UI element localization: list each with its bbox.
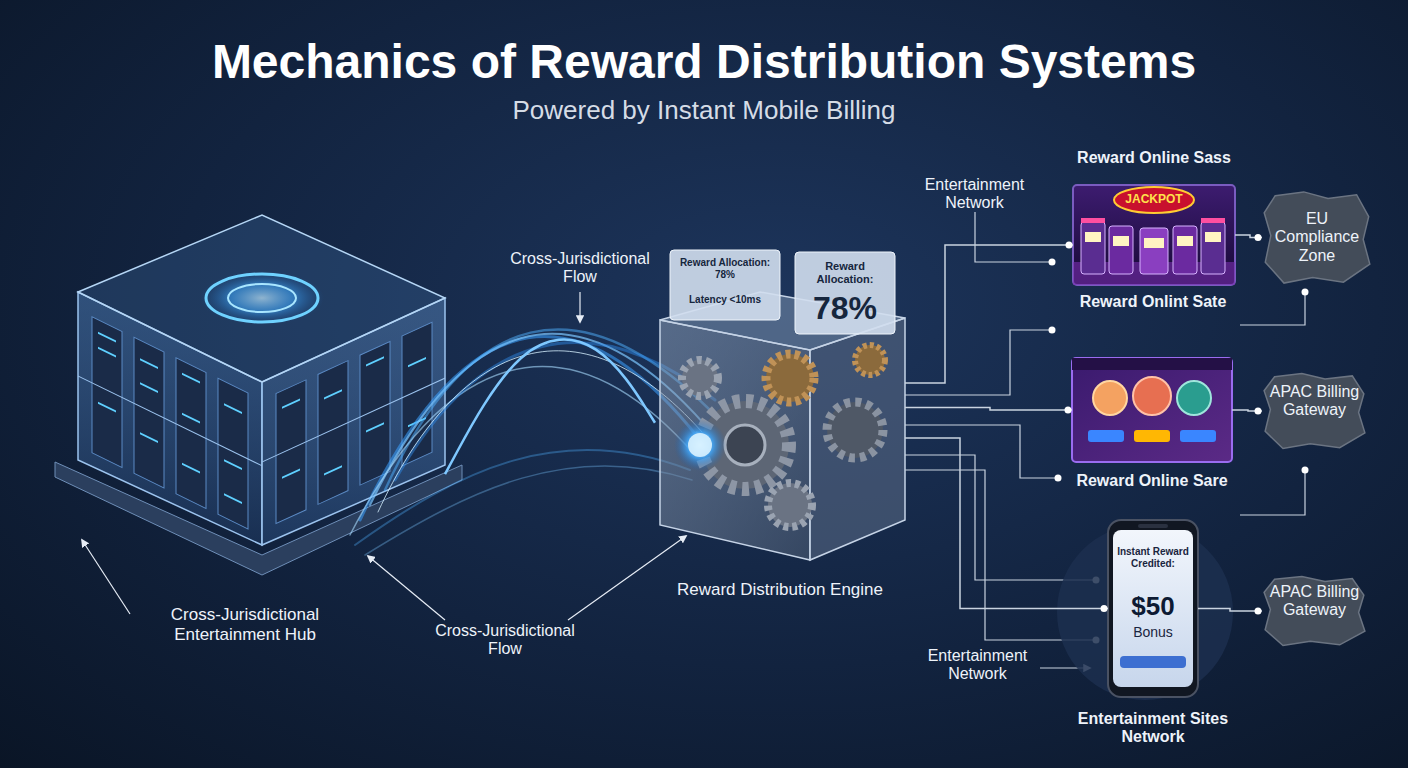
connector — [905, 438, 1108, 609]
connector — [905, 245, 1073, 383]
node-label: Cross-Jurisdictional Entertainment Hub — [135, 605, 355, 644]
subtitle: Powered by Instant Mobile Billing — [0, 96, 1408, 126]
hub-illustration: Cross-Jurisdictional Entertainment Hub — [45, 215, 445, 575]
node-label: Reward Distribution Engine — [645, 580, 915, 600]
hub-building — [55, 215, 462, 614]
flow-label: Cross-Jurisdictional Flow — [425, 622, 585, 659]
region-label: APAC Billing Gateway — [1262, 383, 1367, 420]
connector — [905, 408, 1072, 411]
region-label: APAC Billing Gateway — [1262, 583, 1367, 620]
site-screen: Reward Online SassJACKPOT — [1073, 185, 1235, 285]
region-label: EU Compliance Zone — [1262, 210, 1372, 265]
reward-notice: Instant Reward Credited: — [1111, 546, 1195, 569]
connector — [445, 340, 655, 475]
leader-line — [368, 556, 445, 620]
reward-amount: $50 — [1108, 592, 1198, 622]
panel-text: Reward Allocation: — [800, 260, 890, 285]
connector-dot — [1255, 234, 1262, 241]
network-label: Entertainment Network — [915, 647, 1040, 684]
casino-screen — [1073, 185, 1235, 285]
edge-label: Cross-Jurisdictional Flow — [495, 250, 665, 287]
connector-dot — [1065, 407, 1072, 414]
leader-line — [579, 292, 580, 322]
connector-dot — [1066, 242, 1073, 249]
region-shape: APAC Billing Gateway — [1262, 372, 1367, 450]
region-shape: APAC Billing Gateway — [1262, 575, 1367, 647]
connector-dot — [1255, 608, 1262, 615]
leader-line — [568, 536, 686, 620]
connector-dot — [1101, 605, 1108, 612]
network-label: Entertainment Network — [912, 176, 1037, 213]
game-screen — [1072, 358, 1232, 462]
panel-text: Reward Allocation: 78% — [676, 257, 774, 280]
phone-heading: Entertainment Sites Network — [1073, 710, 1233, 747]
screen-heading: Reward Online Sare — [1062, 472, 1242, 490]
phone-screen: Instant Reward Credited:$50BonusEntertai… — [1108, 520, 1198, 697]
diagram-title: Mechanics of Reward Distribution Systems — [0, 34, 1408, 89]
leader-line — [82, 540, 130, 614]
connector — [1198, 609, 1262, 612]
screen-heading: Reward Online Sass — [1064, 149, 1244, 167]
connector-dot — [1255, 408, 1262, 415]
region-shape: EU Compliance Zone — [1262, 190, 1372, 285]
engine-cube — [660, 250, 905, 560]
site-screen: Reward Online Sare — [1072, 358, 1232, 462]
panel-value: 78% — [800, 290, 890, 327]
panel-text: Latency <10ms — [676, 294, 774, 306]
site-label: Reward Onlint Sate — [1063, 293, 1243, 311]
phone-device — [1057, 520, 1233, 700]
jackpot-sign: JACKPOT — [1114, 193, 1194, 207]
reward-type: Bonus — [1108, 624, 1198, 640]
